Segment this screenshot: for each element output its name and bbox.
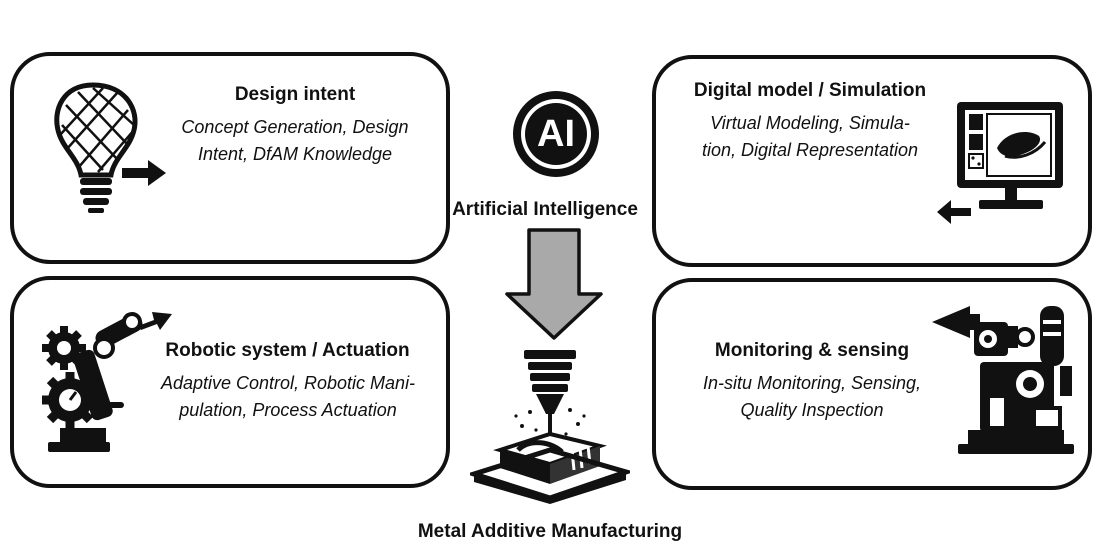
design-intent-title: Design intent bbox=[234, 84, 356, 105]
down-arrow-icon bbox=[505, 228, 603, 340]
monitoring-sensing-desc-line1: In-situ Monitoring, Sensing, bbox=[702, 373, 922, 393]
sensor-camera-icon bbox=[932, 306, 1074, 454]
digital-model-description: Virtual Modeling, Simula- tion, Digital … bbox=[672, 110, 948, 164]
robot-arm-icon bbox=[42, 312, 172, 452]
metal-additive-manufacturing-label: Metal Additive Manufacturing bbox=[417, 521, 683, 542]
design-intent-desc-line1: Concept Generation, Design bbox=[181, 117, 409, 137]
monitoring-sensing-title: Monitoring & sensing bbox=[714, 340, 910, 361]
lightbulb-icon bbox=[54, 82, 166, 213]
robotic-system-desc-line1: Adaptive Control, Robotic Mani- bbox=[160, 373, 416, 393]
design-intent-desc-line2: Intent, DfAM Knowledge bbox=[197, 144, 393, 164]
robotic-system-desc-line2: pulation, Process Actuation bbox=[179, 400, 397, 420]
metal-3d-printer-icon bbox=[470, 350, 630, 504]
monitoring-sensing-description: In-situ Monitoring, Sensing, Quality Ins… bbox=[682, 370, 942, 424]
robotic-system-description: Adaptive Control, Robotic Mani- pulation… bbox=[148, 370, 428, 424]
digital-model-desc-line1: Virtual Modeling, Simula- bbox=[710, 113, 910, 133]
digital-model-desc-line2: tion, Digital Representation bbox=[701, 140, 919, 160]
design-intent-description: Concept Generation, Design Intent, DfAM … bbox=[160, 114, 430, 168]
ai-badge-text: AI bbox=[537, 113, 575, 155]
ai-badge-circle bbox=[513, 91, 599, 177]
robotic-system-title: Robotic system / Actuation bbox=[165, 340, 410, 361]
ai-label: Artificial Intelligence bbox=[452, 199, 638, 220]
computer-monitor-icon bbox=[937, 102, 1063, 224]
monitoring-sensing-desc-line2: Quality Inspection bbox=[740, 400, 884, 420]
digital-model-title: Digital model / Simulation bbox=[693, 80, 927, 101]
